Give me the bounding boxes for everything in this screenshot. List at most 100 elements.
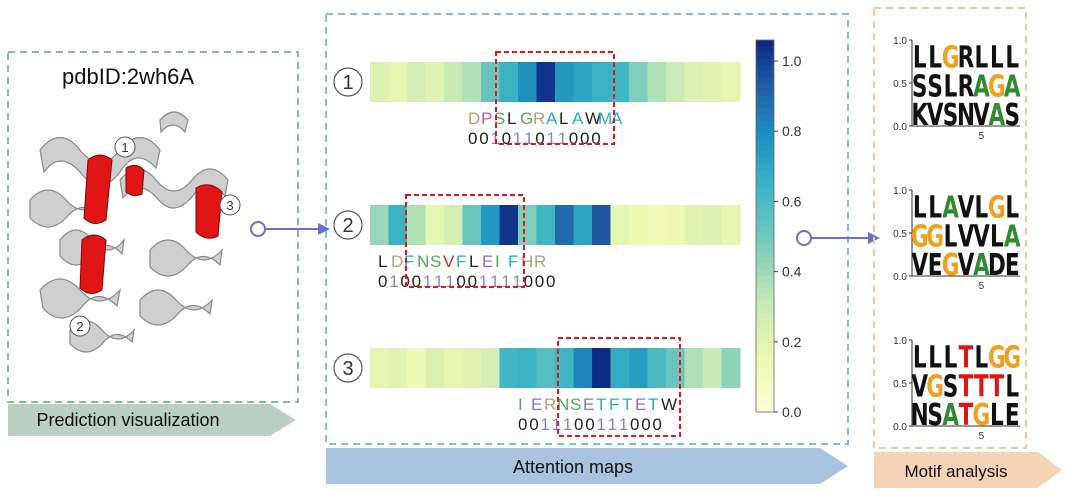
heatmap-cell <box>684 205 704 245</box>
logo-ytick: 0.5 <box>893 379 907 390</box>
heatmap-cell <box>555 62 574 102</box>
residue-letter: S <box>494 109 505 128</box>
logo-ytick: 0.0 <box>893 122 907 133</box>
residue-letter: W <box>661 395 677 414</box>
motif-highlight-box <box>495 51 615 145</box>
label-digit: 0 <box>535 272 544 291</box>
logo-letter: G <box>988 70 1006 104</box>
residue-letter: V <box>443 252 455 271</box>
logo-ytick: 1.0 <box>893 186 907 197</box>
label-digit: 0 <box>524 272 533 291</box>
label-digit: 0 <box>574 415 583 434</box>
heatmap-cell <box>573 205 593 245</box>
structure-marker-2: 2 <box>69 315 91 337</box>
label-digit: 1 <box>434 272 443 291</box>
label-digit: 1 <box>552 415 561 434</box>
heatmap-cell <box>462 62 482 102</box>
heatmap-cell <box>573 62 593 102</box>
label-digit: 0 <box>502 129 511 148</box>
residue-letter: A <box>546 109 558 128</box>
label-digit: 0 <box>580 129 589 148</box>
structure-marker-1: 1 <box>114 136 136 158</box>
heatmap-cell <box>407 62 426 102</box>
svg-text:3: 3 <box>342 358 353 380</box>
logo-letter: L <box>913 41 927 75</box>
residue-letter: F <box>456 252 466 271</box>
residue-letter: R <box>544 395 556 414</box>
prediction-box <box>7 51 299 403</box>
label-digit: 0 <box>468 129 477 148</box>
logo-letter: L <box>1005 370 1019 404</box>
logo-letter: L <box>913 341 927 375</box>
heatmap-cell <box>481 205 500 245</box>
logo-letter: L <box>1005 41 1019 75</box>
svg-text:1: 1 <box>121 140 128 155</box>
heatmap-cell <box>703 348 722 388</box>
motif-box <box>873 7 1027 449</box>
heatmap-cell <box>444 348 463 388</box>
heatmap-cell <box>629 62 648 102</box>
logo-letter: V <box>911 249 928 283</box>
logo-ytick: 1.0 <box>893 336 907 347</box>
residue-letter: R <box>533 109 545 128</box>
colorbar-tick-label: 0.0 <box>782 404 802 420</box>
logo-letter: L <box>975 341 989 375</box>
residue-letter: E <box>531 395 542 414</box>
pdb-label: pdbID:2wh6A <box>62 64 194 89</box>
logo-letter: L <box>975 41 989 75</box>
logo-letter: N <box>911 399 929 433</box>
heatmap-cell <box>666 348 685 388</box>
residue-letter: L <box>378 252 387 271</box>
logo-xtick: 5 <box>979 281 985 292</box>
label-digit: 1 <box>512 272 521 291</box>
residue-letter: R <box>534 252 546 271</box>
heatmap-cell <box>684 348 704 388</box>
label-digit: 0 <box>546 272 555 291</box>
heatmap-cell <box>425 62 445 102</box>
logo-letter: G <box>988 341 1006 375</box>
label-digit: 1 <box>540 415 549 434</box>
logo-letter: V <box>911 370 928 404</box>
logo-letter: V <box>927 99 944 133</box>
label-digit: 1 <box>608 415 617 434</box>
label-digit: 0 <box>630 415 639 434</box>
logo-letter: L <box>944 341 958 375</box>
svg-text:2: 2 <box>342 215 353 237</box>
label-digit: 0 <box>378 272 387 291</box>
residue-letter: N <box>557 395 569 414</box>
colorbar-tick-label: 0.8 <box>782 123 802 139</box>
residue-letter: N <box>417 252 429 271</box>
heatmap-cell <box>518 62 537 102</box>
logo-letter: G <box>1003 341 1021 375</box>
label-digit: 0 <box>400 272 409 291</box>
arrow-structure-to-attention <box>250 221 330 237</box>
logo-letter: S <box>912 70 928 104</box>
logo-letter: L <box>1005 191 1019 225</box>
heatmap-cell <box>610 348 630 388</box>
label-digit: 1 <box>490 129 499 148</box>
logo-ytick: 0.5 <box>893 79 907 90</box>
logo-ytick: 0.0 <box>893 422 907 433</box>
heatmap-cell <box>610 62 630 102</box>
attention-colorbar: 0.00.20.40.60.81.0 <box>755 39 802 420</box>
heatmap-cell <box>499 62 519 102</box>
logo-letter: A <box>988 99 1005 133</box>
residue-letter: T <box>622 395 632 414</box>
heatmap-cell <box>647 205 667 245</box>
heatmap-cell <box>370 205 389 245</box>
heatmap-cell <box>629 348 648 388</box>
logo-letter: E <box>1005 249 1020 283</box>
label-digit: 1 <box>423 272 432 291</box>
logo-xtick: 5 <box>979 431 985 442</box>
logo-letter: L <box>990 220 1004 254</box>
residue-letter: L <box>507 109 516 128</box>
logo-letter: A <box>942 191 959 225</box>
logo-letter: V <box>973 99 990 133</box>
residue-letter: F <box>609 395 619 414</box>
heatmap-cell <box>536 62 556 102</box>
